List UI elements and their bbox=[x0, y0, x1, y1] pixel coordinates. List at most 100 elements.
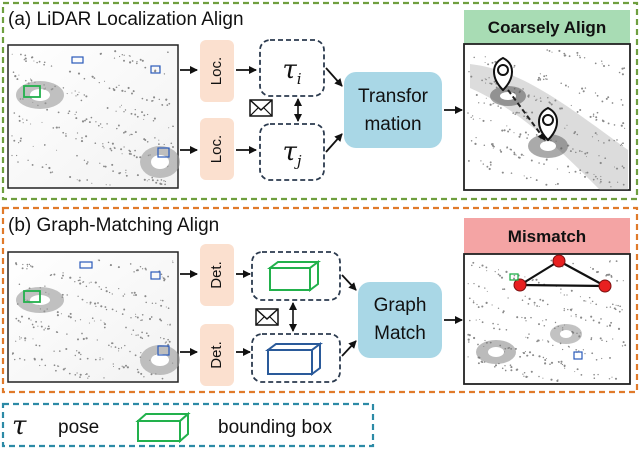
section-b: (b) Graph-Matching Align Det. Det. bbox=[1, 206, 639, 394]
point-cloud-dot bbox=[609, 260, 611, 263]
point-cloud-dot bbox=[117, 347, 120, 350]
point-cloud-dot bbox=[591, 136, 594, 138]
point-cloud-dot bbox=[141, 111, 143, 114]
point-cloud-dot bbox=[13, 139, 16, 142]
point-cloud-dot bbox=[576, 133, 579, 136]
point-cloud-dot bbox=[69, 276, 72, 279]
point-cloud-dot bbox=[579, 169, 582, 172]
point-cloud-dot bbox=[85, 337, 88, 340]
point-cloud-dot bbox=[595, 303, 598, 306]
point-cloud-dot bbox=[134, 108, 136, 111]
point-cloud-dot bbox=[167, 275, 170, 278]
point-cloud-dot bbox=[540, 100, 542, 103]
point-cloud-dot bbox=[81, 332, 83, 335]
point-cloud-dot bbox=[117, 266, 120, 269]
point-cloud-dot bbox=[26, 265, 29, 267]
point-cloud-dot bbox=[81, 137, 83, 139]
point-cloud-dot bbox=[159, 182, 162, 185]
point-cloud-dot bbox=[145, 332, 148, 335]
point-cloud-dot bbox=[558, 49, 561, 52]
point-cloud-dot bbox=[554, 327, 556, 330]
point-cloud-dot bbox=[146, 180, 148, 182]
point-cloud-dot bbox=[508, 128, 511, 131]
point-cloud-dot bbox=[124, 344, 126, 347]
point-cloud-dot bbox=[18, 336, 21, 338]
point-cloud-dot bbox=[161, 103, 163, 106]
point-cloud-dot bbox=[26, 263, 29, 266]
point-cloud-dot bbox=[510, 369, 513, 372]
point-cloud-dot bbox=[119, 55, 121, 58]
point-cloud-dot bbox=[84, 119, 86, 122]
point-cloud-dot bbox=[560, 360, 563, 363]
point-cloud-dot bbox=[482, 163, 485, 165]
point-cloud-dot bbox=[78, 351, 81, 354]
point-cloud-dot bbox=[563, 324, 566, 326]
point-cloud-dot bbox=[607, 96, 610, 99]
point-cloud-dot bbox=[556, 168, 559, 170]
point-cloud-dot bbox=[525, 375, 528, 378]
point-cloud-dot bbox=[151, 176, 154, 179]
point-cloud-dot bbox=[621, 73, 624, 76]
point-cloud-dot bbox=[97, 302, 99, 304]
point-cloud-dot bbox=[542, 339, 544, 341]
point-cloud-dot bbox=[490, 119, 492, 122]
point-cloud-dot bbox=[112, 170, 114, 172]
point-cloud-dot bbox=[131, 333, 133, 335]
point-cloud-dot bbox=[49, 171, 52, 174]
point-cloud-dot bbox=[104, 306, 107, 308]
point-cloud-dot bbox=[88, 121, 91, 124]
point-cloud-dot bbox=[158, 139, 160, 141]
point-cloud-dot bbox=[40, 321, 42, 323]
point-cloud-dot bbox=[518, 111, 520, 114]
point-cloud-dot bbox=[62, 274, 64, 277]
point-cloud-dot bbox=[47, 327, 49, 329]
point-cloud-dot bbox=[574, 371, 576, 373]
point-cloud-dot bbox=[499, 149, 501, 151]
point-cloud-dot bbox=[575, 316, 577, 318]
point-cloud-dot bbox=[576, 54, 579, 56]
point-cloud-dot bbox=[495, 86, 498, 89]
point-cloud-dot bbox=[614, 377, 618, 380]
point-cloud-dot bbox=[554, 99, 557, 102]
point-cloud-dot bbox=[11, 53, 13, 55]
point-cloud-dot bbox=[68, 372, 71, 375]
point-cloud-dot bbox=[579, 296, 581, 298]
point-cloud-dot bbox=[135, 334, 137, 336]
point-cloud-dot bbox=[537, 339, 539, 342]
graph-match-line-1: Graph bbox=[374, 295, 427, 316]
point-cloud-dot bbox=[120, 148, 123, 151]
point-cloud-dot bbox=[43, 63, 45, 66]
point-cloud-dot bbox=[501, 129, 504, 132]
point-cloud-dot bbox=[160, 319, 163, 322]
point-cloud-dot bbox=[497, 105, 499, 107]
point-cloud-dot bbox=[559, 342, 562, 345]
point-cloud-dot bbox=[621, 67, 624, 70]
point-cloud-dot bbox=[538, 162, 540, 164]
point-cloud-dot bbox=[166, 104, 169, 106]
point-cloud-dot bbox=[523, 372, 526, 374]
point-cloud-dot bbox=[21, 267, 24, 270]
point-cloud-dot bbox=[160, 179, 163, 181]
point-cloud-dot bbox=[40, 358, 43, 361]
point-cloud-dot bbox=[86, 162, 88, 165]
point-cloud-dot bbox=[94, 142, 97, 144]
point-cloud-dot bbox=[68, 110, 71, 113]
point-cloud-dot bbox=[127, 86, 130, 90]
point-cloud-dot bbox=[574, 170, 577, 173]
section-a-title: (a) LiDAR Localization Align bbox=[8, 9, 244, 30]
point-cloud-dot bbox=[549, 102, 551, 104]
point-cloud-dot bbox=[539, 298, 542, 301]
point-cloud-dot bbox=[513, 66, 515, 68]
point-cloud-dot bbox=[557, 325, 559, 328]
point-cloud-dot bbox=[91, 75, 93, 77]
point-cloud-dot bbox=[43, 329, 45, 331]
point-cloud-dot bbox=[71, 92, 73, 94]
point-cloud-dot bbox=[538, 305, 540, 307]
point-cloud-dot bbox=[621, 165, 624, 167]
point-cloud-dot bbox=[486, 290, 488, 292]
point-cloud-dot bbox=[55, 331, 58, 333]
point-cloud-dot bbox=[105, 286, 107, 289]
point-cloud-dot bbox=[575, 348, 578, 351]
point-cloud-dot bbox=[90, 116, 93, 119]
point-cloud-dot bbox=[81, 120, 85, 123]
